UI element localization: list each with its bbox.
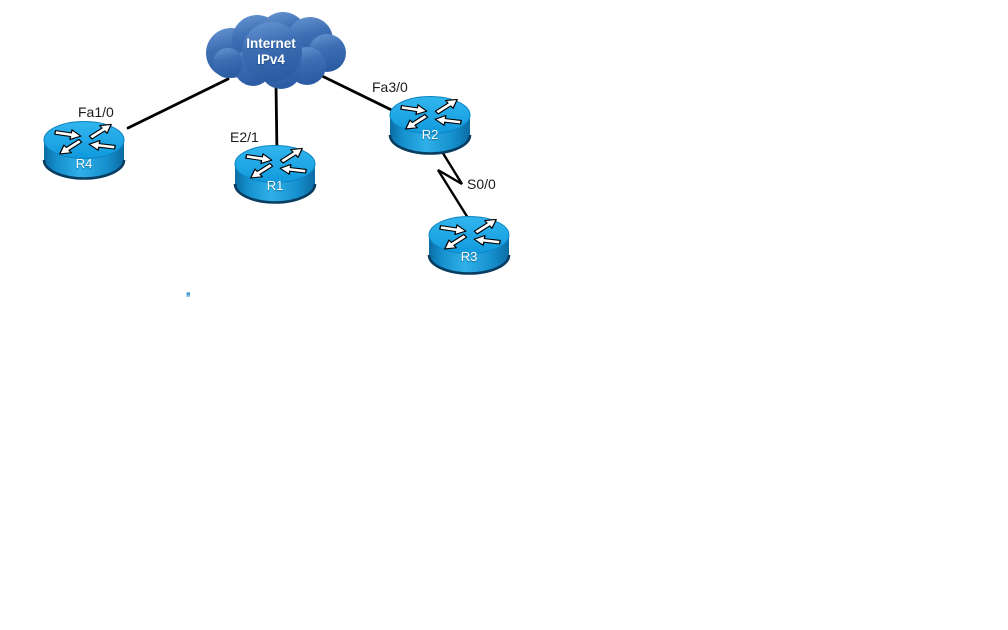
link-internet-r4 <box>126 77 230 130</box>
cloud-node-internet[interactable] <box>206 12 346 89</box>
link-r2-r3-serial-lightning <box>436 148 470 220</box>
stray-dot <box>186 292 190 297</box>
router-node-r2[interactable] <box>390 96 470 154</box>
link-internet-r1 <box>274 82 279 157</box>
links-layer <box>126 73 470 220</box>
router-node-r3[interactable] <box>429 216 509 274</box>
router-node-r4[interactable] <box>44 121 124 179</box>
router-node-r1[interactable] <box>235 145 315 203</box>
